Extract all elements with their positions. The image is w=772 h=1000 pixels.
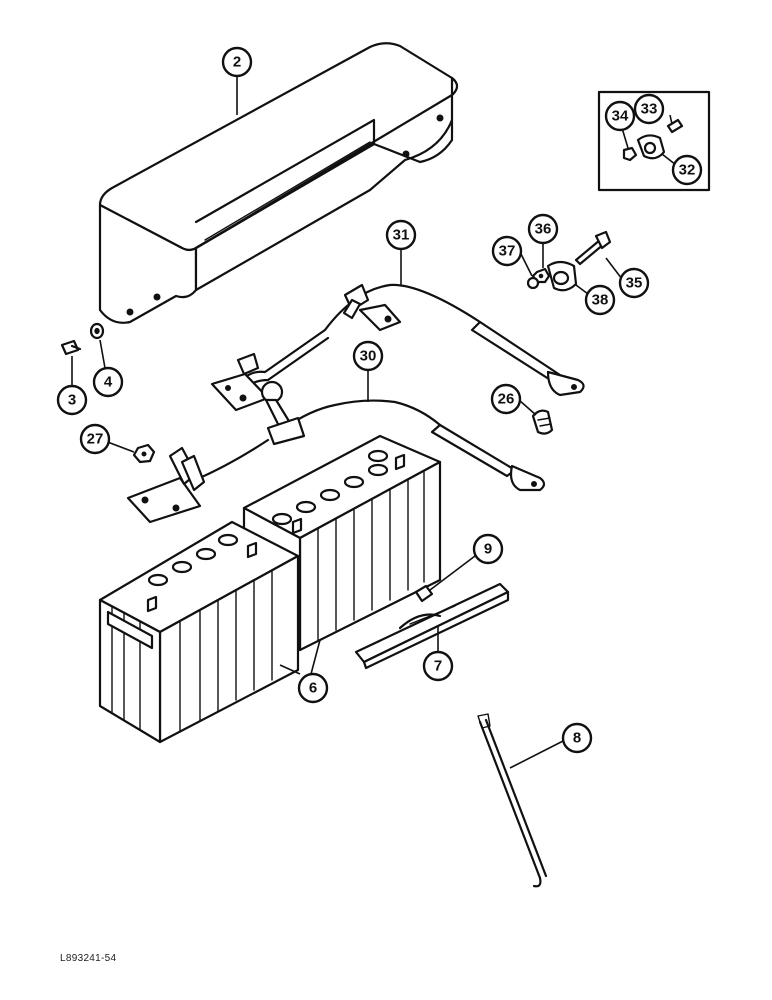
callout-4: 4 [92,366,124,398]
callout-34: 34 [604,100,636,132]
callout-2: 2 [221,46,253,78]
callout-27: 27 [79,423,111,455]
callout-27-label: 27 [87,431,104,448]
drawing-code: L893241-54 [60,953,117,964]
callout-8-label: 8 [573,730,581,747]
callout-33-label: 33 [641,101,658,118]
callout-34-label: 34 [612,108,629,125]
washer-37 [526,276,540,290]
callout-36-label: 36 [535,221,552,238]
callout-30-label: 30 [360,348,377,365]
leader-lines [71,76,677,769]
callout-38: 38 [584,284,616,316]
callout-32: 32 [671,154,703,186]
washer [89,322,105,340]
cable-30 [126,380,546,524]
callout-31: 31 [385,219,417,251]
hold-down-rod [477,713,548,888]
hold-down-bracket [354,582,510,670]
battery-front [98,520,300,744]
callout-9: 9 [472,533,504,565]
callout-6: 6 [297,672,329,704]
callout-3-label: 3 [68,392,76,409]
nut-27 [132,443,156,464]
bolt-35 [574,230,612,266]
callout-38-label: 38 [592,292,609,309]
callout-37: 37 [491,235,523,267]
callout-7-label: 7 [434,658,442,675]
battery-cover [98,42,459,324]
clamp-38 [546,260,578,292]
callout-8: 8 [561,722,593,754]
callout-33: 33 [633,93,665,125]
callout-35: 35 [618,267,650,299]
callout-6-label: 6 [309,680,317,697]
wing-screw [60,339,82,356]
callout-36: 36 [527,213,559,245]
callout-3: 3 [56,384,88,416]
callout-37-label: 37 [499,243,516,260]
terminal-cap-26 [531,409,554,435]
callout-30: 30 [352,340,384,372]
callout-31-label: 31 [393,227,410,244]
callout-2-label: 2 [233,54,241,71]
inset-box [597,90,711,192]
callout-26-label: 26 [498,391,515,408]
callout-26: 26 [490,383,522,415]
callout-35-label: 35 [626,275,643,292]
callout-4-label: 4 [104,374,113,391]
clip-9 [414,584,434,603]
cable-31 [210,283,585,412]
callout-7: 7 [422,650,454,682]
callout-9-label: 9 [484,541,492,558]
callout-32-label: 32 [679,162,696,179]
